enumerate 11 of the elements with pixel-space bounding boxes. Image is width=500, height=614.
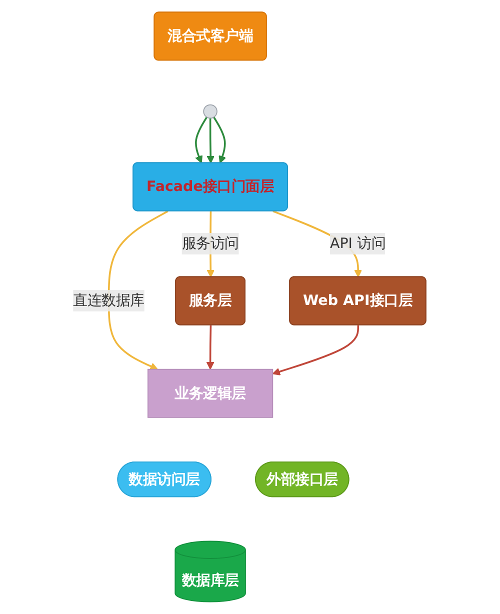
arrow — [196, 116, 208, 164]
node-box: 业务逻辑层 — [148, 368, 274, 418]
node-circle — [204, 104, 218, 119]
edge-label: 服务访问 — [182, 234, 240, 252]
edge-label: API 访问 — [330, 234, 386, 252]
arrow — [206, 325, 215, 370]
arrow — [108, 210, 169, 370]
arrow — [272, 325, 360, 376]
arrow — [207, 118, 216, 164]
arrow — [214, 116, 227, 164]
edge-label: 直连数据库 — [74, 292, 145, 309]
